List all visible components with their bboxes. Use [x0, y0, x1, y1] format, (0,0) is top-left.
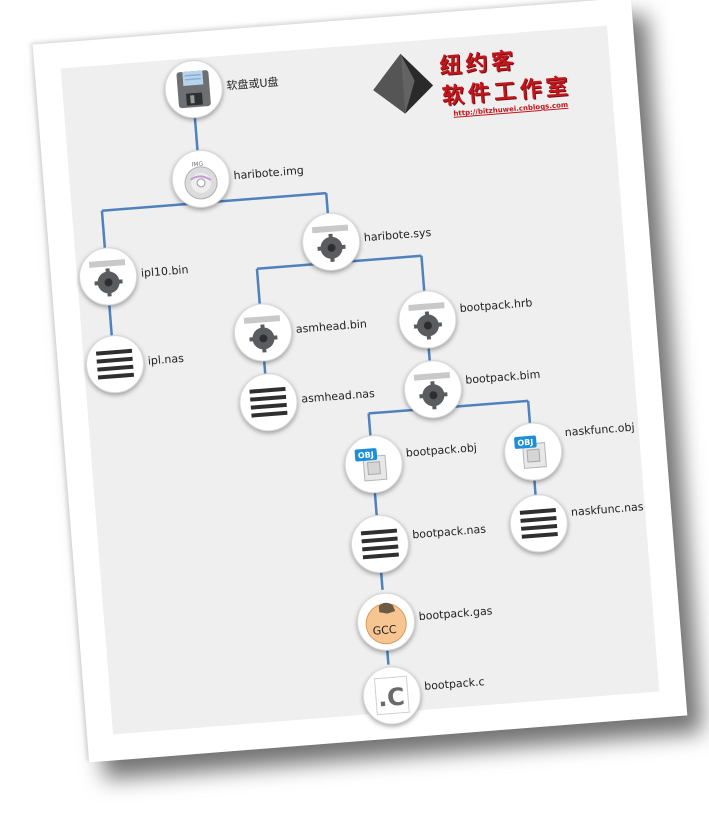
floppy-disk-icon	[176, 70, 211, 109]
bootpack-gas-node: GCC	[354, 590, 418, 653]
diagram-panel: 软盘或U盘 IMG haribote.img ipl10.bin	[60, 25, 660, 735]
gear-binary-icon	[408, 302, 445, 340]
ipl10-bin-node	[76, 245, 140, 308]
object-file-icon: OBJ	[354, 448, 388, 482]
studio-logo: 纽约客 软件工作室 http://bitzhuwei.cnblogs.com	[368, 32, 604, 130]
gear-binary-icon	[243, 315, 281, 353]
text-file-icon	[360, 528, 399, 560]
gear-binary-icon	[88, 259, 126, 297]
svg-text:.C: .C	[377, 683, 406, 713]
bootpack-obj-node: OBJ	[342, 433, 405, 496]
text-file-icon	[95, 348, 135, 380]
floppy-node	[162, 57, 225, 121]
gear-binary-icon	[311, 224, 349, 262]
svg-text:IMG: IMG	[191, 161, 203, 169]
object-file-icon: OBJ	[514, 435, 547, 469]
ipl-nas-node	[83, 332, 147, 396]
svg-text:GCC: GCC	[372, 623, 397, 638]
disc-image-icon: IMG	[184, 161, 218, 200]
gear-binary-icon	[413, 371, 451, 410]
naskfunc-obj-node: OBJ	[501, 420, 565, 483]
svg-text:OBJ: OBJ	[358, 450, 375, 460]
bootpack-nas-node	[348, 512, 412, 576]
c-source-icon: .C	[373, 675, 410, 716]
bootpack-bim-node	[401, 358, 465, 421]
gcc-icon: GCC	[365, 602, 407, 645]
text-file-icon	[249, 386, 288, 418]
bootpack-hrb-node	[396, 288, 459, 351]
svg-text:OBJ: OBJ	[517, 438, 534, 448]
asmhead-nas-node	[237, 371, 300, 434]
naskfunc-nas-node	[507, 492, 570, 555]
rotated-paper-sheet: 软盘或U盘 IMG haribote.img ipl10.bin	[32, 0, 688, 763]
bootpack-c-node: .C	[360, 664, 424, 727]
text-file-icon	[519, 508, 558, 539]
haribote-img-node: IMG	[169, 147, 232, 211]
haribote-sys-node	[299, 210, 363, 274]
asmhead-bin-node	[231, 301, 295, 364]
crystal-logo-icon	[373, 53, 434, 114]
